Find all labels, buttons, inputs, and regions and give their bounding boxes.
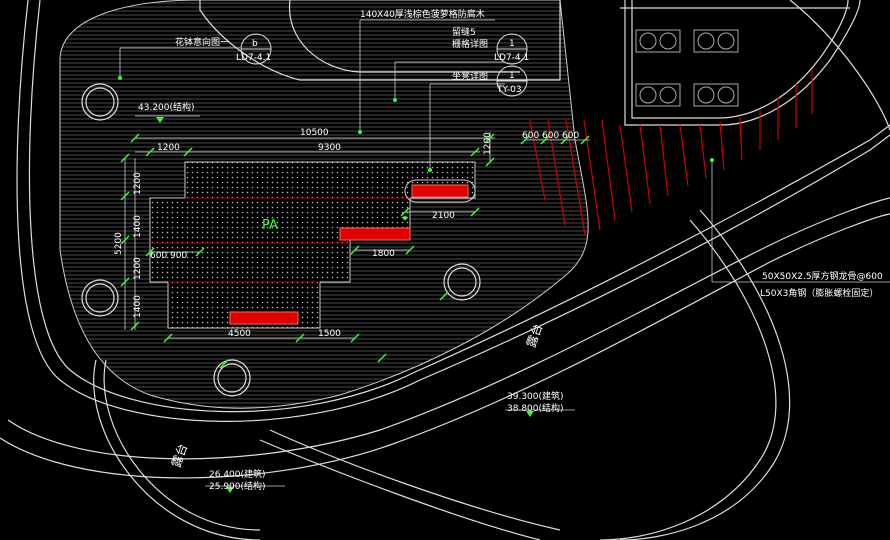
pa-label: PA [262,218,278,233]
dim-1200-top: 1200 [157,143,180,153]
wood-label: 140X40厚浅棕色菠萝格防腐木 [360,8,485,20]
tree-pits [81,83,481,397]
dim-1200-right: 1200 [483,132,493,155]
planter-ref-b: LD7-4.1 [236,53,271,63]
elev-mid-b: 38.800(结构) [507,402,564,414]
elev-low-b: 25.900(结构) [209,480,266,492]
planter-ref-a: b [252,39,258,49]
benches [229,179,476,325]
planter-label: 花钵意向图一 [175,36,229,48]
dim-1800: 1800 [372,249,395,259]
elevation-underlines [135,115,575,487]
dim-1200-left1: 1200 [133,172,143,195]
elev-top: 43.200(结构) [138,101,195,113]
elev-low-a: 26.400(建筑) [209,468,266,480]
fan-units [635,29,739,107]
grille-ref-a: 1 [509,39,515,49]
dim-600-b: 600 [542,131,559,141]
building-outline [199,0,861,126]
steel-label-1: 50X50X2.5厚方钢龙骨@600 [762,270,883,282]
dim-600: 600 [150,251,167,261]
dim-1400-left2: 1400 [133,295,143,318]
elev-mid-a: 39.300(建筑) [507,390,564,402]
callout-circles [240,33,528,97]
dim-1400-left1: 1400 [133,215,143,238]
dimension-lines [119,19,890,339]
dim-600-c: 600 [562,131,579,141]
grille-label: 栅格详图 [452,38,488,50]
gap-label: 留缝5 [452,26,476,38]
dim-4500: 4500 [228,329,251,339]
terrace-label-2: 露台 [168,442,190,470]
bench-label: 坐凳详图 [452,70,488,82]
bench-ref-a: 1 [509,71,515,81]
dim-5200: 5200 [114,232,124,255]
dim-900: 900 [170,251,187,261]
bench-ref-b: TY-03 [496,85,522,95]
green-ticks [120,133,590,369]
elevation-markers [156,117,534,493]
steel-label-2: L50X3角钢（膨胀螺栓固定） [760,287,878,299]
callout-dots [118,76,714,220]
gravel-red-lines [150,197,410,283]
dim-2100: 2100 [432,211,455,221]
dim-10500: 10500 [300,128,329,138]
dim-1500: 1500 [318,329,341,339]
dim-1200-left2: 1200 [133,257,143,280]
terrace-label-1: 露台 [523,322,545,350]
dim-9300: 9300 [318,143,341,153]
dim-600-a: 600 [522,131,539,141]
grille-ref-b: LD7-4.1 [494,53,529,63]
